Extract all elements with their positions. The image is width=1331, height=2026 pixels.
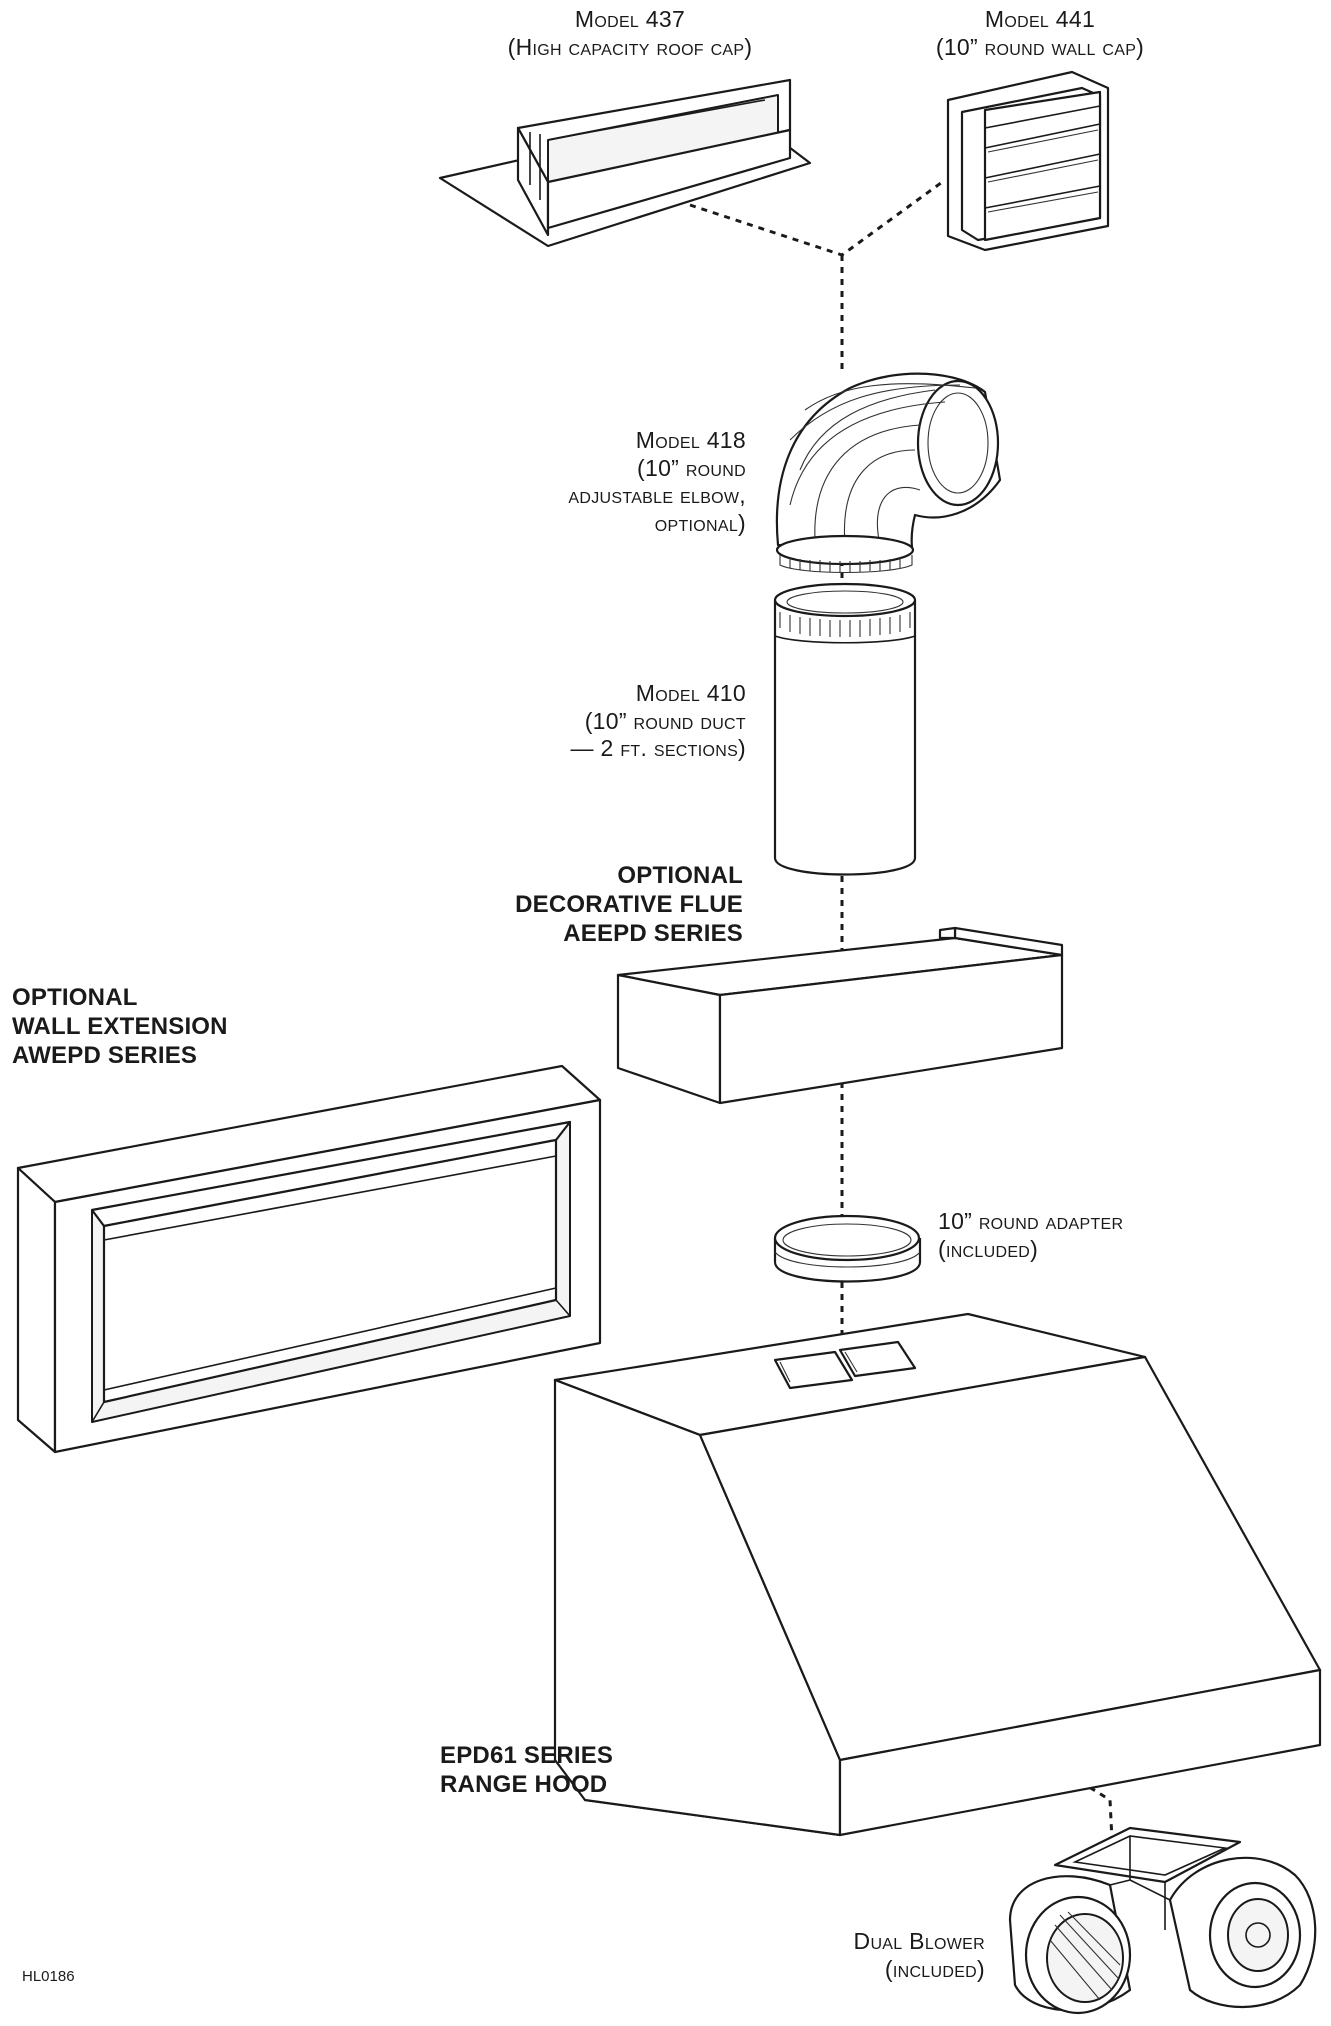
wall-extension-label: OPTIONAL WALL EXTENSION AWEPD SERIES (12, 984, 228, 1070)
blower-label: Dual Blower (included) (780, 1928, 985, 1983)
flue-label-line-1: OPTIONAL (617, 862, 743, 889)
range-hood-label: EPD61 SERIES RANGE HOOD (440, 1742, 613, 1800)
range-hood-drawing (553, 1312, 1322, 1837)
duct-description-line-2: — 2 ft. sections) (570, 735, 746, 762)
blower-label-line-2: (included) (884, 1955, 985, 1982)
roof-cap-model: Model 437 (574, 6, 686, 32)
duct-label: Model 410 (10” round duct — 2 ft. sectio… (500, 680, 746, 763)
elbow-model: Model 418 (635, 427, 746, 453)
dual-blower-drawing (1008, 1826, 1317, 2015)
wall-cap-drawing (946, 70, 1110, 252)
elbow-drawing (775, 372, 1002, 574)
adapter-label-line-1: 10” round adapter (938, 1208, 1124, 1234)
flue-label-line-3: AEEPD SERIES (563, 919, 743, 947)
blower-label-line-1: Dual Blower (853, 1928, 985, 1954)
elbow-description-line-3: optional) (654, 509, 746, 536)
elbow-label: Model 418 (10” round adjustable elbow, o… (500, 427, 746, 537)
wall-extension-label-line-2: WALL EXTENSION (12, 1012, 228, 1040)
adapter-label-line-2: (included) (938, 1235, 1039, 1262)
round-adapter-drawing (773, 1214, 922, 1283)
roof-cap-label: Model 437 (High capacity roof cap) (480, 6, 780, 61)
wall-extension-label-line-1: OPTIONAL (12, 984, 138, 1011)
wall-extension-drawing (16, 1064, 602, 1454)
roof-cap-drawing (438, 78, 812, 248)
flue-label: OPTIONAL DECORATIVE FLUE AEEPD SERIES (440, 862, 743, 948)
wall-extension-label-line-3: AWEPD SERIES (12, 1041, 198, 1069)
decorative-flue-drawing (616, 926, 1064, 1105)
wall-cap-model: Model 441 (984, 6, 1096, 32)
elbow-description-line-2: adjustable elbow, (568, 482, 746, 509)
elbow-description-line-1: (10” round (637, 454, 746, 481)
range-hood-label-line-2: RANGE HOOD (440, 1770, 608, 1798)
duct-description-line-1: (10” round duct (584, 707, 746, 734)
diagram-code: HL0186 (22, 1968, 75, 1985)
duct-drawing (773, 582, 917, 876)
duct-model: Model 410 (635, 680, 746, 706)
roof-cap-description: (High capacity roof cap) (507, 33, 753, 60)
adapter-label: 10” round adapter (included) (938, 1208, 1123, 1263)
wall-cap-description: (10” round wall cap) (935, 33, 1145, 60)
range-hood-label-line-1: EPD61 SERIES (440, 1742, 614, 1769)
wall-cap-label: Model 441 (10” round wall cap) (900, 6, 1180, 61)
connector-lines (689, 178, 1114, 1841)
flue-label-line-2: DECORATIVE FLUE (515, 890, 743, 918)
